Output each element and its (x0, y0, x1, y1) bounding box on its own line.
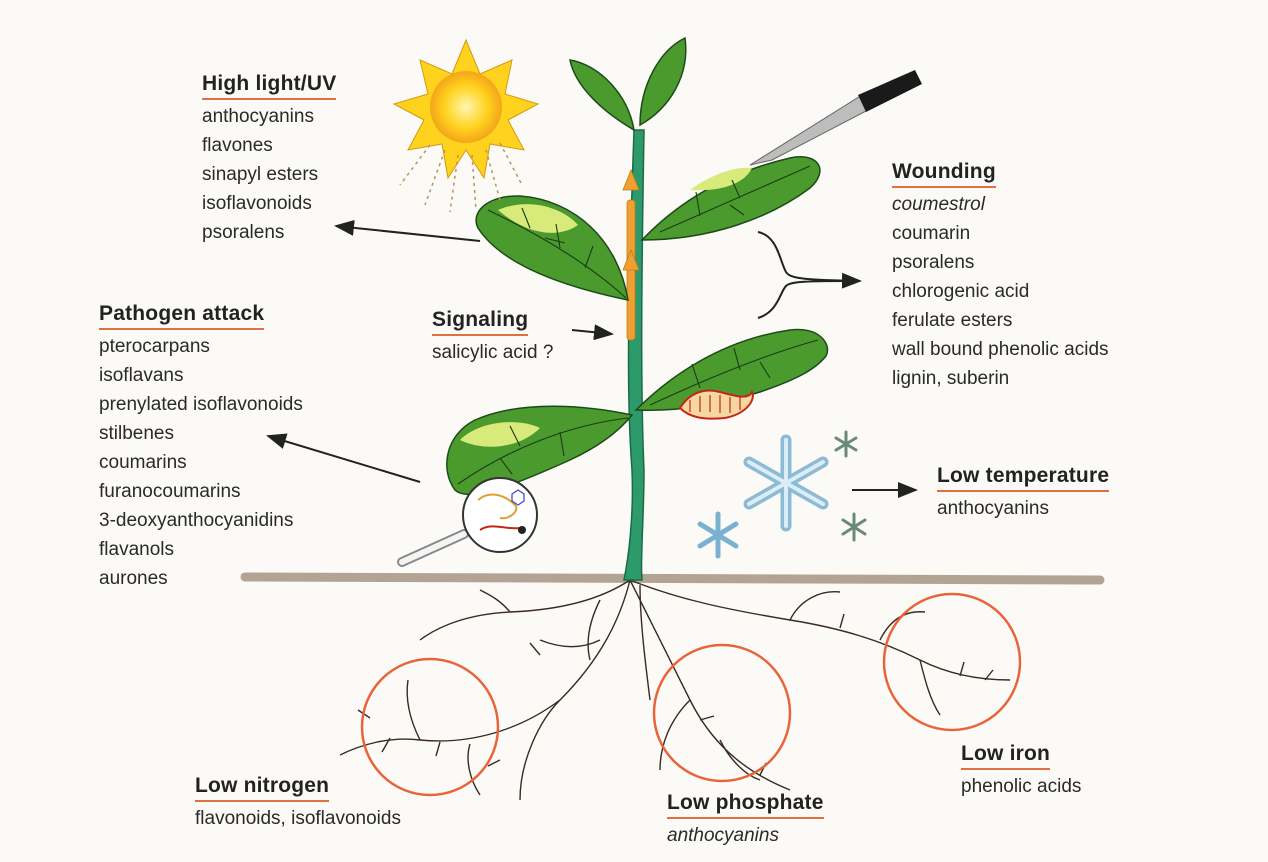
low-phosphate-block: Low phosphate anthocyanins (667, 789, 824, 850)
wounding-title: Wounding (892, 159, 996, 188)
list-item: anthocyanins (202, 102, 336, 131)
list-item: aurones (99, 564, 303, 593)
pathogen-title: Pathogen attack (99, 301, 264, 330)
list-item: isoflavans (99, 361, 303, 390)
list-item: sinapyl esters (202, 160, 336, 189)
list-item: wall bound phenolic acids (892, 335, 1109, 364)
list-item: lignin, suberin (892, 364, 1109, 393)
signaling-block: Signaling salicylic acid ? (432, 306, 553, 367)
low-temperature-title: Low temperature (937, 463, 1109, 492)
knife-icon (750, 70, 922, 165)
arrow-signaling (572, 330, 612, 334)
list-item: 3-deoxyanthocyanidins (99, 506, 303, 535)
pathogen-block: Pathogen attack pterocarpans isoflavans … (99, 300, 303, 593)
low-phosphate-title: Low phosphate (667, 790, 824, 819)
high-light-title: High light/UV (202, 71, 336, 100)
list-item: pterocarpans (99, 332, 303, 361)
low-iron-title: Low iron (961, 741, 1050, 770)
list-item: anthocyanins (667, 821, 824, 850)
low-iron-list: phenolic acids (961, 772, 1081, 801)
low-temperature-block: Low temperature anthocyanins (937, 462, 1109, 523)
low-temperature-list: anthocyanins (937, 494, 1109, 523)
high-light-list: anthocyanins flavones sinapyl esters iso… (202, 102, 336, 247)
list-item: isoflavonoids (202, 189, 336, 218)
list-item: phenolic acids (961, 772, 1081, 801)
list-item: psoralens (892, 248, 1109, 277)
list-item: furanocoumarins (99, 477, 303, 506)
list-item: chlorogenic acid (892, 277, 1109, 306)
list-item: flavones (202, 131, 336, 160)
snowflake-icon (700, 432, 865, 556)
low-phosphate-list: anthocyanins (667, 821, 824, 850)
high-light-block: High light/UV anthocyanins flavones sina… (202, 70, 336, 247)
soil-line (245, 577, 1100, 580)
low-nitrogen-block: Low nitrogen flavonoids, isoflavonoids (195, 772, 401, 833)
low-nitrogen-title: Low nitrogen (195, 773, 329, 802)
list-item: coumarin (892, 219, 1109, 248)
list-item: coumarins (99, 448, 303, 477)
list-item: flavanols (99, 535, 303, 564)
list-item: flavonoids, isoflavonoids (195, 804, 401, 833)
list-item: coumestrol (892, 190, 1109, 219)
low-iron-circle (884, 594, 1020, 730)
arrow-high-light (336, 226, 480, 241)
low-phosphate-circle (654, 645, 790, 781)
pathogen-list: pterocarpans isoflavans prenylated isofl… (99, 332, 303, 593)
list-item: prenylated isoflavonoids (99, 390, 303, 419)
list-item: anthocyanins (937, 494, 1109, 523)
list-item: salicylic acid ? (432, 338, 553, 367)
low-nitrogen-list: flavonoids, isoflavonoids (195, 804, 401, 833)
root-system (340, 580, 1010, 800)
signaling-list: salicylic acid ? (432, 338, 553, 367)
low-iron-block: Low iron phenolic acids (961, 740, 1081, 801)
list-item: stilbenes (99, 419, 303, 448)
wounding-block: Wounding coumestrol coumarin psoralens c… (892, 158, 1109, 393)
list-item: ferulate esters (892, 306, 1109, 335)
stem (624, 130, 644, 580)
signaling-title: Signaling (432, 307, 528, 336)
list-item: psoralens (202, 218, 336, 247)
arrow-wounding (758, 232, 860, 281)
sun-icon (394, 40, 538, 212)
wounding-list: coumestrol coumarin psoralens chlorogeni… (892, 190, 1109, 393)
